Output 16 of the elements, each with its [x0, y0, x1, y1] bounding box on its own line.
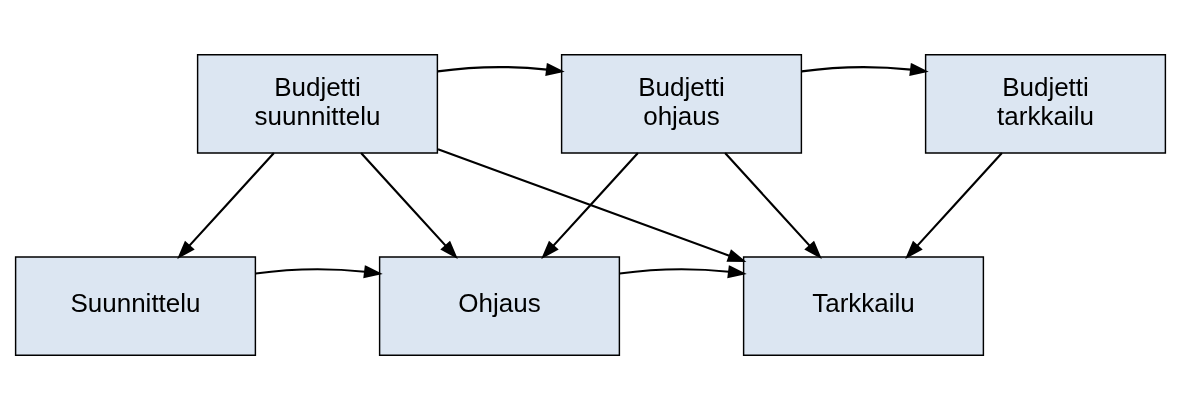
arrow	[177, 151, 275, 259]
node-box: Budjetti ohjaus	[560, 53, 803, 154]
arrow	[255, 264, 383, 278]
arrow	[541, 151, 639, 259]
arrow	[360, 151, 458, 259]
arrow	[437, 62, 565, 76]
node-box: Tarkkailu	[742, 255, 985, 356]
arrow	[724, 151, 822, 259]
arrow	[801, 62, 929, 76]
arrow	[905, 151, 1003, 259]
node-box: Budjetti tarkkailu	[924, 53, 1167, 154]
node-box: Budjetti suunnittelu	[196, 53, 439, 154]
arrow	[437, 147, 747, 262]
arrow	[619, 264, 747, 278]
node-box: Suunnittelu	[14, 255, 257, 356]
node-box: Ohjaus	[378, 255, 621, 356]
